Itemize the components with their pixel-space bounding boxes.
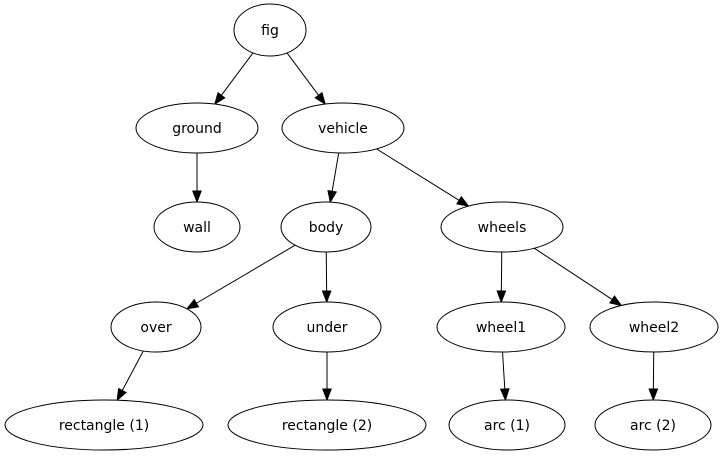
graph-node-rectangle2[interactable]: rectangle (2) [227,399,427,451]
graph-node-rectangle1[interactable]: rectangle (1) [4,399,204,451]
node-ellipse-rectangle2[interactable] [227,399,427,451]
graph-node-wheel2[interactable]: wheel2 [589,301,719,353]
edge-line [220,52,254,96]
edge-wheels-to-wheel2 [533,247,623,307]
node-ellipse-over[interactable] [110,301,202,353]
edge-line [376,148,460,201]
graph-node-under[interactable]: under [272,301,382,353]
edge-wheels-to-wheel1 [496,251,507,304]
edge-vehicle-to-wheels [376,148,470,207]
edge-arrowhead-icon [213,91,226,106]
node-ellipse-wheel2[interactable] [589,301,719,353]
edge-over-to-rectangle1 [116,350,144,402]
edge-line [286,52,320,96]
graph-node-ground[interactable]: ground [135,102,259,154]
edge-arrowhead-icon [609,295,623,307]
graph-node-wheel1[interactable]: wheel1 [436,301,566,353]
edge-arrowhead-icon [321,290,332,304]
node-ellipse-wheel1[interactable] [436,301,566,353]
edge-fig-to-ground [213,52,254,106]
node-ellipse-rectangle1[interactable] [4,399,204,451]
node-ellipse-vehicle[interactable] [281,102,405,154]
node-ellipse-wheels[interactable] [440,201,564,253]
node-ellipse-under[interactable] [272,301,382,353]
edge-under-to-rectangle2 [322,352,332,402]
node-ellipse-ground[interactable] [135,102,259,154]
node-ellipse-arc1[interactable] [448,399,566,451]
node-ellipse-wall[interactable] [153,201,241,253]
edge-arrowhead-icon [327,189,338,204]
edge-line [331,152,340,192]
edge-arrowhead-icon [456,195,470,207]
graph-node-vehicle[interactable]: vehicle [281,102,405,154]
graph-node-arc1[interactable]: arc (1) [448,399,566,451]
edge-wheel1-to-arc1 [499,351,510,402]
edge-wheel2-to-arc2 [648,351,659,402]
node-ellipse-body[interactable] [280,201,372,253]
edge-line [533,247,613,300]
edges-layer [116,52,659,402]
graph-node-arc2[interactable]: arc (2) [594,399,712,451]
edge-fig-to-vehicle [286,52,327,106]
graph-node-over[interactable]: over [110,301,202,353]
edge-arrowhead-icon [314,91,327,106]
edge-arrowhead-icon [116,387,127,402]
edge-line [502,351,506,390]
edge-body-to-over [185,244,296,310]
graph-node-wall[interactable]: wall [153,201,241,253]
edge-arrowhead-icon [192,190,202,204]
node-ellipse-fig[interactable] [233,3,307,57]
edge-line [196,244,296,304]
edge-line [121,350,144,391]
graph-node-body[interactable]: body [280,201,372,253]
edge-vehicle-to-body [327,152,340,204]
graph-node-wheels[interactable]: wheels [440,201,564,253]
node-ellipse-arc2[interactable] [594,399,712,451]
edge-arrowhead-icon [496,290,507,304]
edge-arrowhead-icon [499,388,510,402]
graph-node-fig[interactable]: fig [233,3,307,57]
edge-arrowhead-icon [648,388,659,402]
edge-arrowhead-icon [185,298,200,310]
edge-ground-to-wall [192,153,202,204]
edge-body-to-under [321,251,332,304]
edge-arrowhead-icon [322,388,332,402]
